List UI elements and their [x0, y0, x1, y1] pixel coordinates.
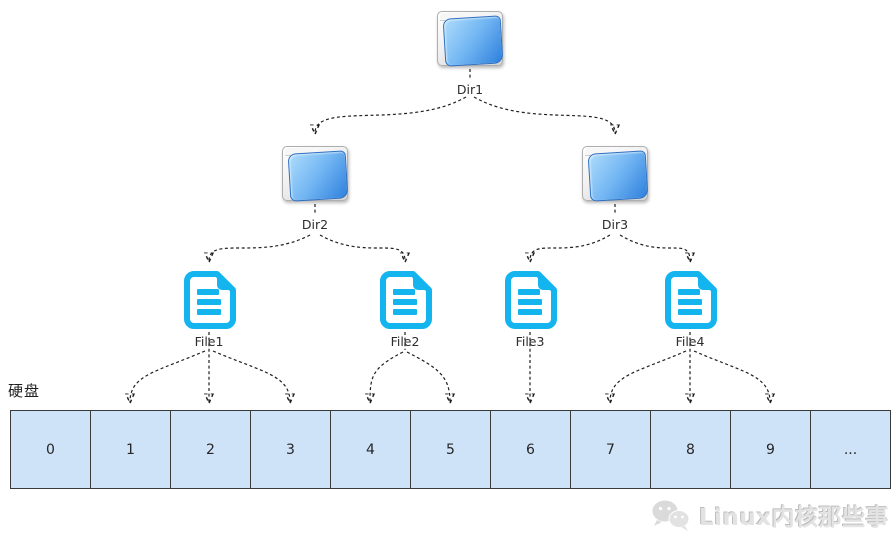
disk-block: 8	[651, 411, 731, 488]
file4-label: File4	[675, 334, 705, 349]
disk-block: 5	[411, 411, 491, 488]
disk-block: ...	[843, 441, 858, 458]
file-node-file3: File3	[502, 270, 558, 350]
disk-label: 硬盘	[8, 382, 41, 400]
disk-block: 2	[171, 411, 251, 488]
file-node-file2: File2	[377, 270, 433, 350]
disk-block: 3	[251, 411, 331, 488]
disk-block: 9	[731, 411, 811, 488]
dir-node-dir1: Dir1	[435, 8, 505, 98]
disk-block: 1	[91, 411, 171, 488]
dir-node-dir3: Dir3	[580, 143, 650, 233]
document-icon	[380, 271, 432, 329]
disk-block-row: 0 1 2 3 4 5 6 7 8 9 ...	[10, 410, 891, 489]
watermark-text: Linux内核那些事	[699, 505, 890, 531]
file-node-file4: File4	[662, 270, 718, 350]
file-node-file1: File1	[181, 270, 237, 350]
dir-node-dir2: Dir2	[280, 143, 350, 233]
folder-icon	[280, 143, 350, 203]
dir2-label: Dir2	[301, 217, 329, 232]
dir3-label: Dir3	[601, 217, 629, 232]
file2-label: File2	[390, 334, 420, 349]
disk-block: 7	[571, 411, 651, 488]
document-icon	[184, 271, 236, 329]
document-icon	[665, 271, 717, 329]
file1-label: File1	[194, 334, 224, 349]
folder-icon	[435, 8, 505, 68]
dir1-label: Dir1	[456, 82, 484, 97]
document-icon	[505, 271, 557, 329]
disk-block: 4	[331, 411, 411, 488]
watermark: Linux内核那些事	[650, 498, 889, 532]
disk-block: 0	[11, 411, 91, 488]
wechat-bubbles-icon	[651, 499, 690, 531]
file3-label: File3	[515, 334, 545, 349]
disk-block: 6	[491, 411, 571, 488]
folder-icon	[580, 143, 650, 203]
